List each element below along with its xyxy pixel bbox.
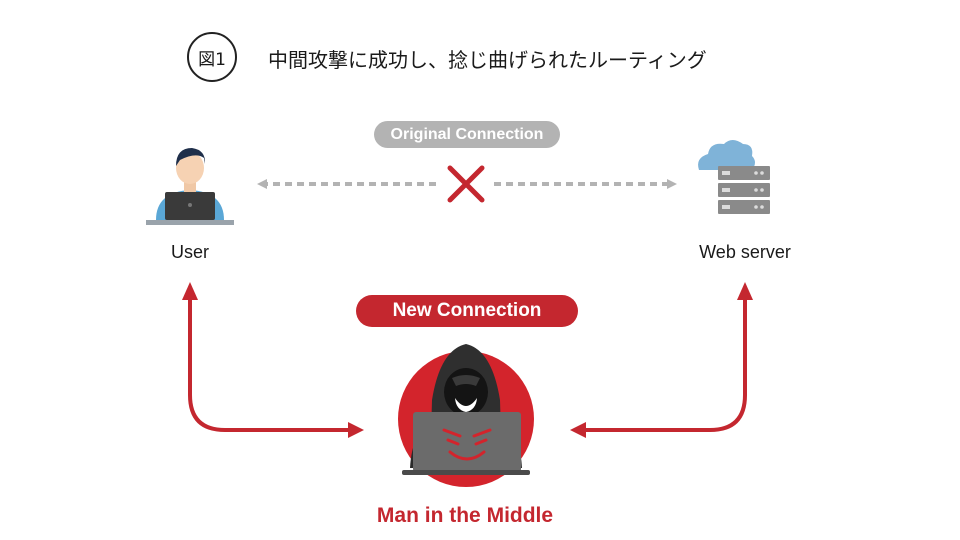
figure-number-badge: 図1 [187,32,237,82]
server-to-mitm-arrow [582,296,747,432]
original-connection-label: Original Connection [374,121,560,148]
man-in-the-middle-label: Man in the Middle [376,504,554,527]
mitm-left-arrowhead [348,422,364,438]
user-laptop-icon [146,148,234,225]
server-arrowhead [737,282,753,300]
new-connection-label: New Connection [356,295,578,327]
user-label: User [170,242,209,262]
figure-title: 中間攻撃に成功し、捻じ曲げられたルーティング [268,48,707,72]
cloud-server-icon [698,140,770,214]
mitm-right-arrowhead [570,422,586,438]
cross-icon [447,165,485,203]
hooded-hacker-icon [398,344,534,487]
user-arrowhead [182,282,198,300]
user-to-mitm-arrow [188,296,352,432]
web-server-label: Web server [699,242,791,262]
